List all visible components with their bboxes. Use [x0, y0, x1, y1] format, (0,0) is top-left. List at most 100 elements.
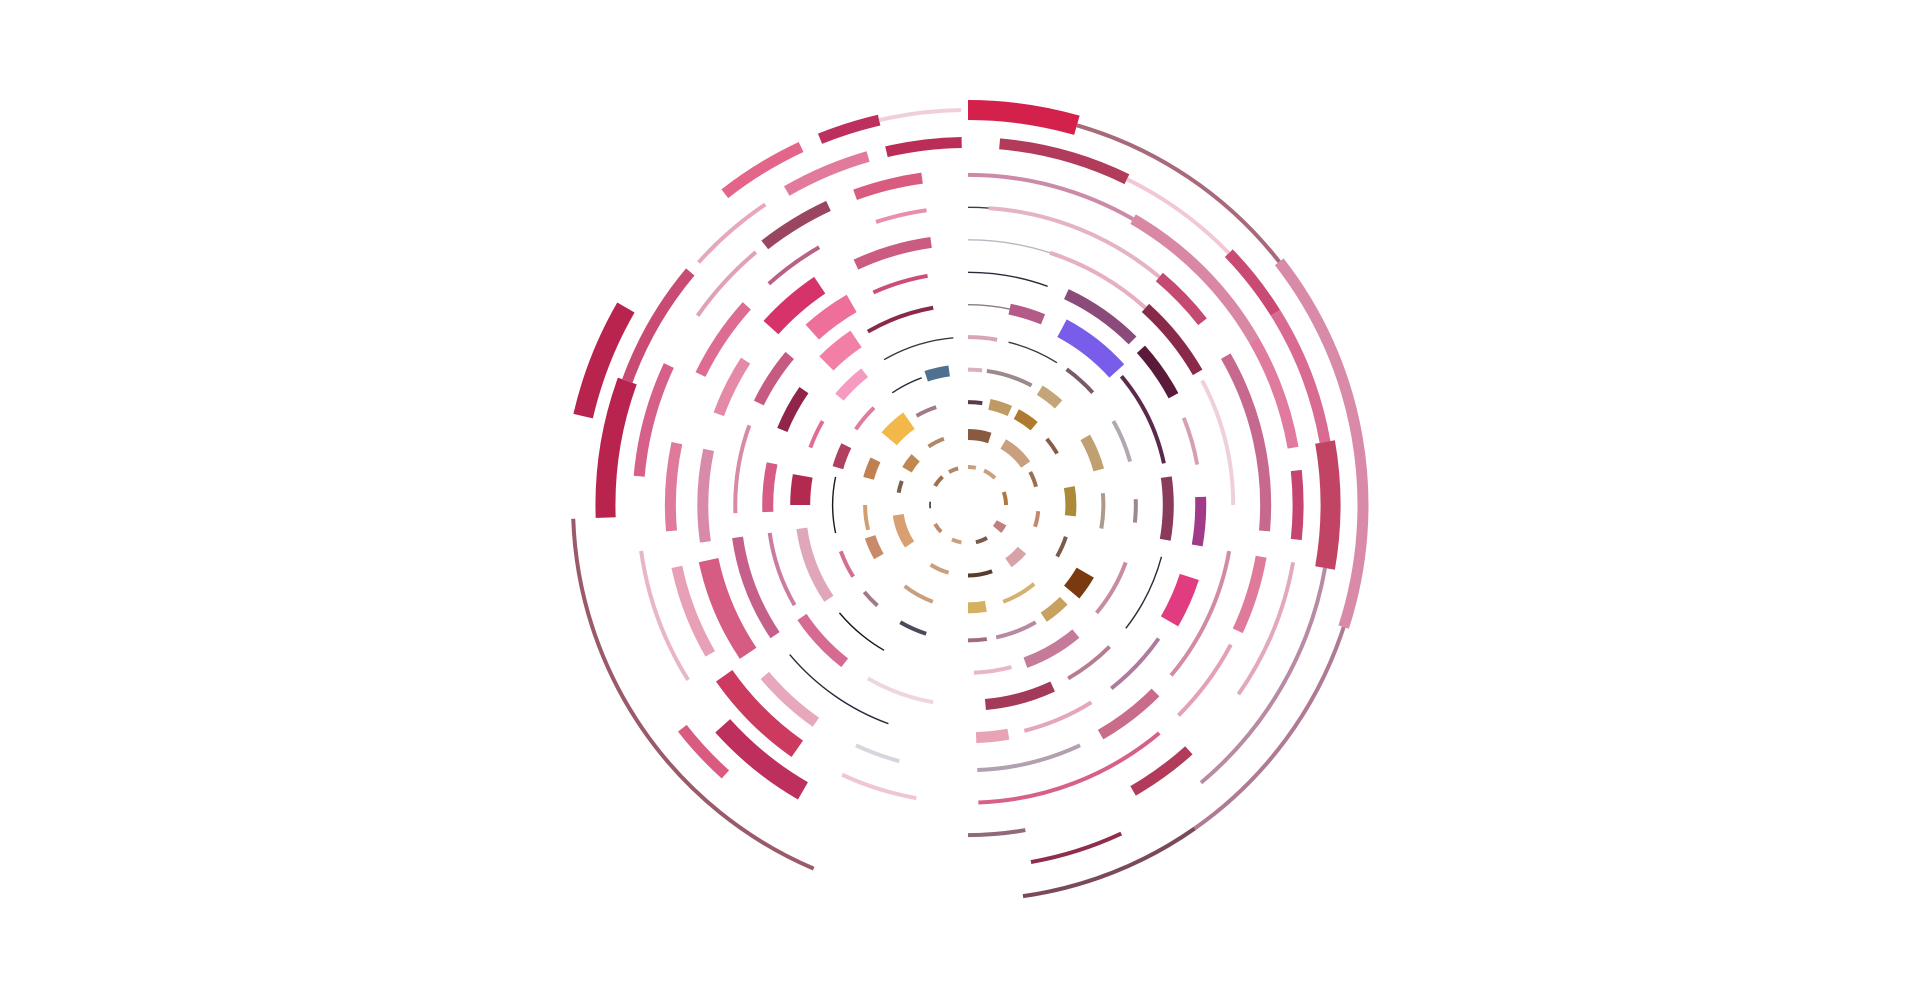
- ring-9-segment-6: [1063, 567, 1094, 599]
- ring-4: [664, 206, 1272, 805]
- ring-11-segment-1: [967, 429, 992, 444]
- ring-3-segment-3: [1249, 337, 1299, 449]
- ring-5-segment-2: [1049, 250, 1147, 310]
- ring-3: [633, 172, 1304, 838]
- ring-12-segment-3: [1001, 491, 1009, 506]
- ring-10: [863, 398, 1077, 614]
- ring-1-segment-9: [817, 114, 881, 144]
- ring-3-segment-8: [715, 719, 809, 800]
- ring-5-segment-1: [967, 239, 1051, 254]
- ring-10-segment-10: [864, 534, 884, 560]
- ring-9-segment-16: [891, 377, 922, 394]
- ring-6-segment-12: [733, 424, 752, 514]
- ring-8-segment-13: [835, 368, 869, 401]
- ring-6-segment-10: [789, 654, 889, 725]
- ring-12-segment-7: [933, 522, 943, 534]
- ring-6-segment-5: [1191, 496, 1207, 547]
- ring-5-segment-10: [698, 557, 757, 659]
- ring-5-segment-13: [763, 276, 826, 335]
- ring-2: [595, 137, 1341, 865]
- ring-9-segment-1: [967, 367, 983, 373]
- ring-7-segment-10: [797, 613, 849, 668]
- ring-4-segment-11: [664, 441, 683, 532]
- ring-6: [732, 271, 1207, 744]
- ring-7-segment-13: [777, 386, 809, 433]
- ring-2-segment-6: [1199, 567, 1328, 785]
- ring-9-segment-7: [1040, 596, 1068, 622]
- ring-9-segment-14: [832, 443, 852, 470]
- ring-8-segment-4: [1111, 420, 1133, 463]
- ring-2-segment-8: [677, 724, 730, 779]
- ring-9-segment-15: [854, 406, 876, 431]
- ring-9-segment-3: [1036, 385, 1063, 409]
- ring-7-segment-7: [1067, 645, 1112, 681]
- ring-8: [790, 335, 1138, 675]
- ring-4-segment-2: [988, 206, 1161, 279]
- ring-8-segment-11: [790, 474, 813, 506]
- ring-10-segment-14: [915, 405, 937, 418]
- ring-9-segment-12: [838, 550, 855, 578]
- ring-10-segment-5: [1063, 486, 1077, 517]
- ring-7-segment-1: [967, 304, 1010, 310]
- ring-12-segment-6: [951, 537, 962, 545]
- ring-1-segment-5: [1022, 826, 1196, 899]
- ring-4-segment-8: [841, 772, 917, 801]
- ring-5-segment-12: [713, 357, 751, 417]
- ring-4-segment-12: [695, 302, 751, 377]
- ring-5-segment-9: [760, 671, 820, 727]
- ring-5-segment-5: [1169, 550, 1232, 677]
- ring-4-segment-10: [671, 565, 716, 657]
- ring-10-segment-12: [863, 457, 881, 480]
- ring-3-segment-9: [639, 550, 690, 681]
- ring-5-segment-11: [697, 448, 714, 543]
- ring-5-segment-4: [1200, 379, 1236, 506]
- ring-6-segment-13: [753, 351, 794, 406]
- ring-5-segment-3: [1141, 303, 1203, 376]
- ring-2-segment-1: [999, 138, 1130, 185]
- ring-6-segment-6: [1160, 573, 1199, 627]
- ring-8-segment-8: [973, 665, 1012, 675]
- ring-12-segment-10: [947, 466, 959, 474]
- ring-7-segment-12: [762, 462, 778, 513]
- ring-6-segment-1: [967, 271, 1048, 287]
- ring-12-segment-1: [967, 465, 977, 470]
- ring-4-segment-1: [967, 206, 989, 209]
- ring-12-segment-2: [983, 468, 997, 480]
- ring-6-segment-14: [805, 294, 857, 340]
- ring-11-segment-8: [892, 513, 915, 548]
- ring-7-segment-4: [1119, 374, 1166, 464]
- ring-12-segment-9: [933, 475, 944, 488]
- ring-1-segment-1: [967, 100, 1080, 135]
- ring-2-segment-11: [697, 202, 767, 264]
- ring-3-segment-4: [1290, 469, 1304, 541]
- ring-10-segment-7: [1002, 582, 1036, 604]
- ring-10-segment-11: [863, 504, 871, 531]
- ring-2-segment-9: [595, 377, 637, 518]
- ring-10-segment-9: [903, 584, 934, 604]
- ring-7-segment-15: [866, 305, 934, 334]
- ring-10-segment-2: [988, 398, 1013, 417]
- ring-1-segment-4: [1193, 626, 1346, 831]
- ring-11-segment-10: [902, 454, 920, 473]
- ring-9-segment-8: [995, 620, 1037, 640]
- ring-1-segment-8: [721, 142, 804, 199]
- ring-7-segment-6: [1125, 556, 1163, 629]
- ring-9-segment-11: [862, 590, 879, 608]
- ring-8-segment-1: [967, 335, 998, 342]
- ring-9-segment-9: [967, 637, 988, 643]
- ring-11-segment-7: [929, 563, 950, 575]
- ring-11: [892, 429, 1041, 578]
- ring-5-segment-6: [1097, 688, 1160, 740]
- ring-7: [762, 303, 1174, 710]
- ring-9-segment-5: [1099, 493, 1106, 529]
- ring-5: [697, 236, 1236, 773]
- ring-1-segment-7: [573, 302, 635, 419]
- ring-4-segment-14: [875, 208, 927, 224]
- ring-6-segment-4: [1181, 417, 1200, 465]
- ring-1-segment-10: [878, 108, 962, 123]
- ring-4-segment-4: [1220, 353, 1272, 532]
- ring-2-segment-2: [1126, 177, 1231, 255]
- ring-8-segment-7: [1023, 629, 1080, 668]
- ring-6-segment-11: [732, 536, 780, 639]
